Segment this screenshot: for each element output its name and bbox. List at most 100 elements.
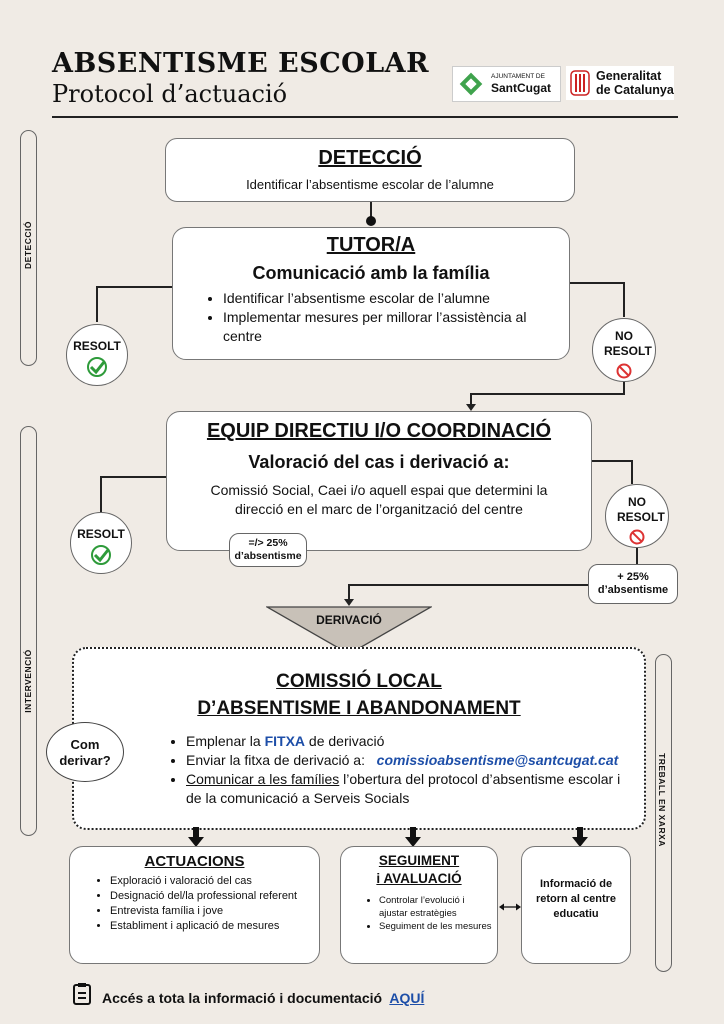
actuacions-item: Establiment i aplicació de mesures	[110, 919, 313, 934]
comunicar-link[interactable]: Comunicar a les famílies	[186, 771, 340, 787]
tutor-subtitle: Comunicació amb la família	[252, 263, 490, 283]
noresolt-circle-1: NO RESOLT	[592, 318, 656, 382]
seguiment-box: SEGUIMENT i AVALUACIÓ Controlar l’evoluc…	[340, 846, 498, 964]
connector-tutor-noresolt-v	[623, 282, 625, 317]
arrow-down-icon	[466, 404, 476, 411]
connector-noresolt-h	[470, 393, 625, 395]
com-derivar-label: Com derivar?	[59, 737, 111, 768]
seguiment-title-1: SEGUIMENT	[378, 853, 460, 868]
arrow-down-icon	[405, 827, 421, 847]
actuacions-title: ACTUACIONS	[144, 853, 245, 870]
resolt-circle-1: RESOLT	[66, 324, 128, 386]
item2-pre: Enviar la fitxa de derivació a:	[186, 752, 365, 768]
sidebar-treball-label: TREBALL EN XARXA	[657, 753, 667, 847]
sidebar-deteccio	[20, 130, 37, 366]
equip-title: EQUIP DIRECTIU I/O COORDINACIÓ	[206, 420, 552, 442]
seguiment-item: Seguiment de les mesures	[379, 920, 493, 933]
comissio-title-1: COMISSIÓ LOCAL	[276, 671, 442, 692]
footer-aqui-link[interactable]: AQUÍ	[389, 990, 425, 1006]
arrow-down-icon	[572, 827, 588, 847]
connector-deteccio-tutor	[370, 202, 372, 222]
connector-high-v	[348, 584, 350, 600]
seguiment-title-2: i AVALUACIÓ	[376, 871, 462, 886]
actuacions-item: Entrevista família i jove	[110, 904, 313, 919]
item1-pre: Emplenar la	[186, 733, 265, 749]
tutor-list: Identificar l’absentisme escolar de l’al…	[205, 289, 549, 346]
connector-dot	[366, 216, 376, 226]
equip-subtitle: Valoració del cas i derivació a:	[248, 452, 510, 472]
tutor-box: TUTOR/A Comunicació amb la família Ident…	[172, 227, 570, 360]
connector-high-h	[348, 584, 588, 586]
tutor-item: Implementar mesures per millorar l’assis…	[223, 308, 549, 346]
logo1-bottom: SantCugat	[491, 81, 551, 95]
santcugat-logo: AJUNTAMENT DE SantCugat	[452, 66, 561, 102]
page-title: ABSENTISME ESCOLAR	[52, 48, 430, 79]
deteccio-text: Identificar l’absentisme escolar de l’al…	[246, 177, 494, 192]
comissio-item-comunicar: Comunicar a les famílies l’obertura del …	[186, 770, 632, 808]
santcugat-logo-mark	[459, 72, 483, 96]
logo2-line2: de Catalunya	[596, 83, 674, 97]
resolt-circle-2: RESOLT	[70, 512, 132, 574]
comissio-list: Emplenar la FITXA de derivació Enviar la…	[168, 732, 632, 808]
stop-icon	[616, 363, 632, 379]
resolt-label-2: RESOLT	[77, 527, 125, 541]
informacio-text: Informació de retorn al centre educatiu	[535, 878, 617, 920]
generalitat-logo: Generalitat de Catalunya	[566, 66, 674, 100]
item3-post: l’obertura del protocol d’absentisme esc…	[186, 771, 621, 806]
derivacio-label: DERIVACIÓ	[316, 613, 382, 627]
com-derivar-bubble: Com derivar?	[46, 722, 124, 782]
seguiment-item: Controlar l’evolució i ajustar estratègi…	[379, 894, 493, 920]
logo2-line1: Generalitat	[596, 69, 662, 83]
sidebar-treball	[655, 654, 672, 972]
footer-text: Accés a tota la informació i documentaci…	[102, 990, 424, 1006]
email-link[interactable]: comissioabsentisme@santcugat.cat	[376, 752, 619, 768]
connector-equip-noresolt-h	[592, 460, 632, 462]
actuacions-list: Exploració i valoració del cas Designaci…	[92, 874, 313, 934]
noresolt-circle-2: NO RESOLT	[605, 484, 669, 548]
pill-high-absentisme: + 25% d’absentisme	[588, 564, 678, 604]
connector-tutor-resolt-v	[96, 286, 98, 322]
connector-tutor-resolt-h	[96, 286, 172, 288]
arrow-down-icon	[344, 599, 354, 606]
check-icon	[87, 357, 107, 377]
seguiment-list: Controlar l’evolució i ajustar estratègi…	[361, 894, 493, 933]
informacio-box: Informació de retorn al centre educatiu	[521, 846, 631, 964]
page-subtitle: Protocol d’actuació	[52, 80, 288, 108]
stop-icon	[629, 529, 645, 545]
fitxa-link[interactable]: FITXA	[264, 733, 306, 749]
comissio-item-email: Enviar la fitxa de derivació a: comissio…	[186, 751, 632, 770]
pill-low-absentisme: =/> 25% d’absentisme	[229, 533, 307, 567]
check-icon	[91, 545, 111, 565]
connector-noresolt-down	[623, 382, 625, 394]
actuacions-item: Exploració i valoració del cas	[110, 874, 313, 889]
sidebar-intervencio-label: INTERVENCIÓ	[23, 649, 33, 713]
item1-post: de derivació	[305, 733, 385, 749]
actuacions-box: ACTUACIONS Exploració i valoració del ca…	[69, 846, 320, 964]
footer-label: Accés a tota la informació i documentaci…	[102, 990, 383, 1006]
noresolt-label-1: NO RESOLT	[604, 329, 652, 358]
derivacio-arrow-icon	[266, 606, 432, 655]
comissio-box: COMISSIÓ LOCAL D’ABSENTISME I ABANDONAME…	[72, 647, 646, 830]
double-arrow-icon	[499, 903, 521, 911]
connector-equip-noresolt-v	[631, 460, 633, 484]
sidebar-deteccio-label: DETECCIÓ	[23, 221, 33, 269]
connector-tutor-noresolt-h	[570, 282, 624, 284]
deteccio-box: DETECCIÓ Identificar l’absentisme escola…	[165, 138, 575, 202]
tutor-title: TUTOR/A	[326, 234, 416, 256]
noresolt-label-2: NO RESOLT	[617, 495, 665, 524]
comissio-title-2: D’ABSENTISME I ABANDONAMENT	[197, 698, 521, 719]
connector-noresolt2-down	[636, 548, 638, 564]
deteccio-title: DETECCIÓ	[318, 147, 422, 169]
generalitat-logo-mark	[570, 70, 590, 96]
resolt-label-1: RESOLT	[73, 339, 121, 353]
actuacions-item: Designació del/la professional referent	[110, 889, 313, 904]
connector-equip-resolt-h	[100, 476, 166, 478]
equip-box: EQUIP DIRECTIU I/O COORDINACIÓ Valoració…	[166, 411, 592, 551]
header-divider	[52, 116, 678, 118]
comissio-item-fitxa: Emplenar la FITXA de derivació	[186, 732, 632, 751]
tutor-item: Identificar l’absentisme escolar de l’al…	[223, 289, 549, 308]
equip-text: Comissió Social, Caei i/o aquell espai q…	[210, 482, 548, 517]
connector-equip-resolt-v	[100, 476, 102, 512]
connector-noresolt-to-equip	[470, 393, 472, 405]
logo1-top: AJUNTAMENT DE	[491, 73, 545, 80]
